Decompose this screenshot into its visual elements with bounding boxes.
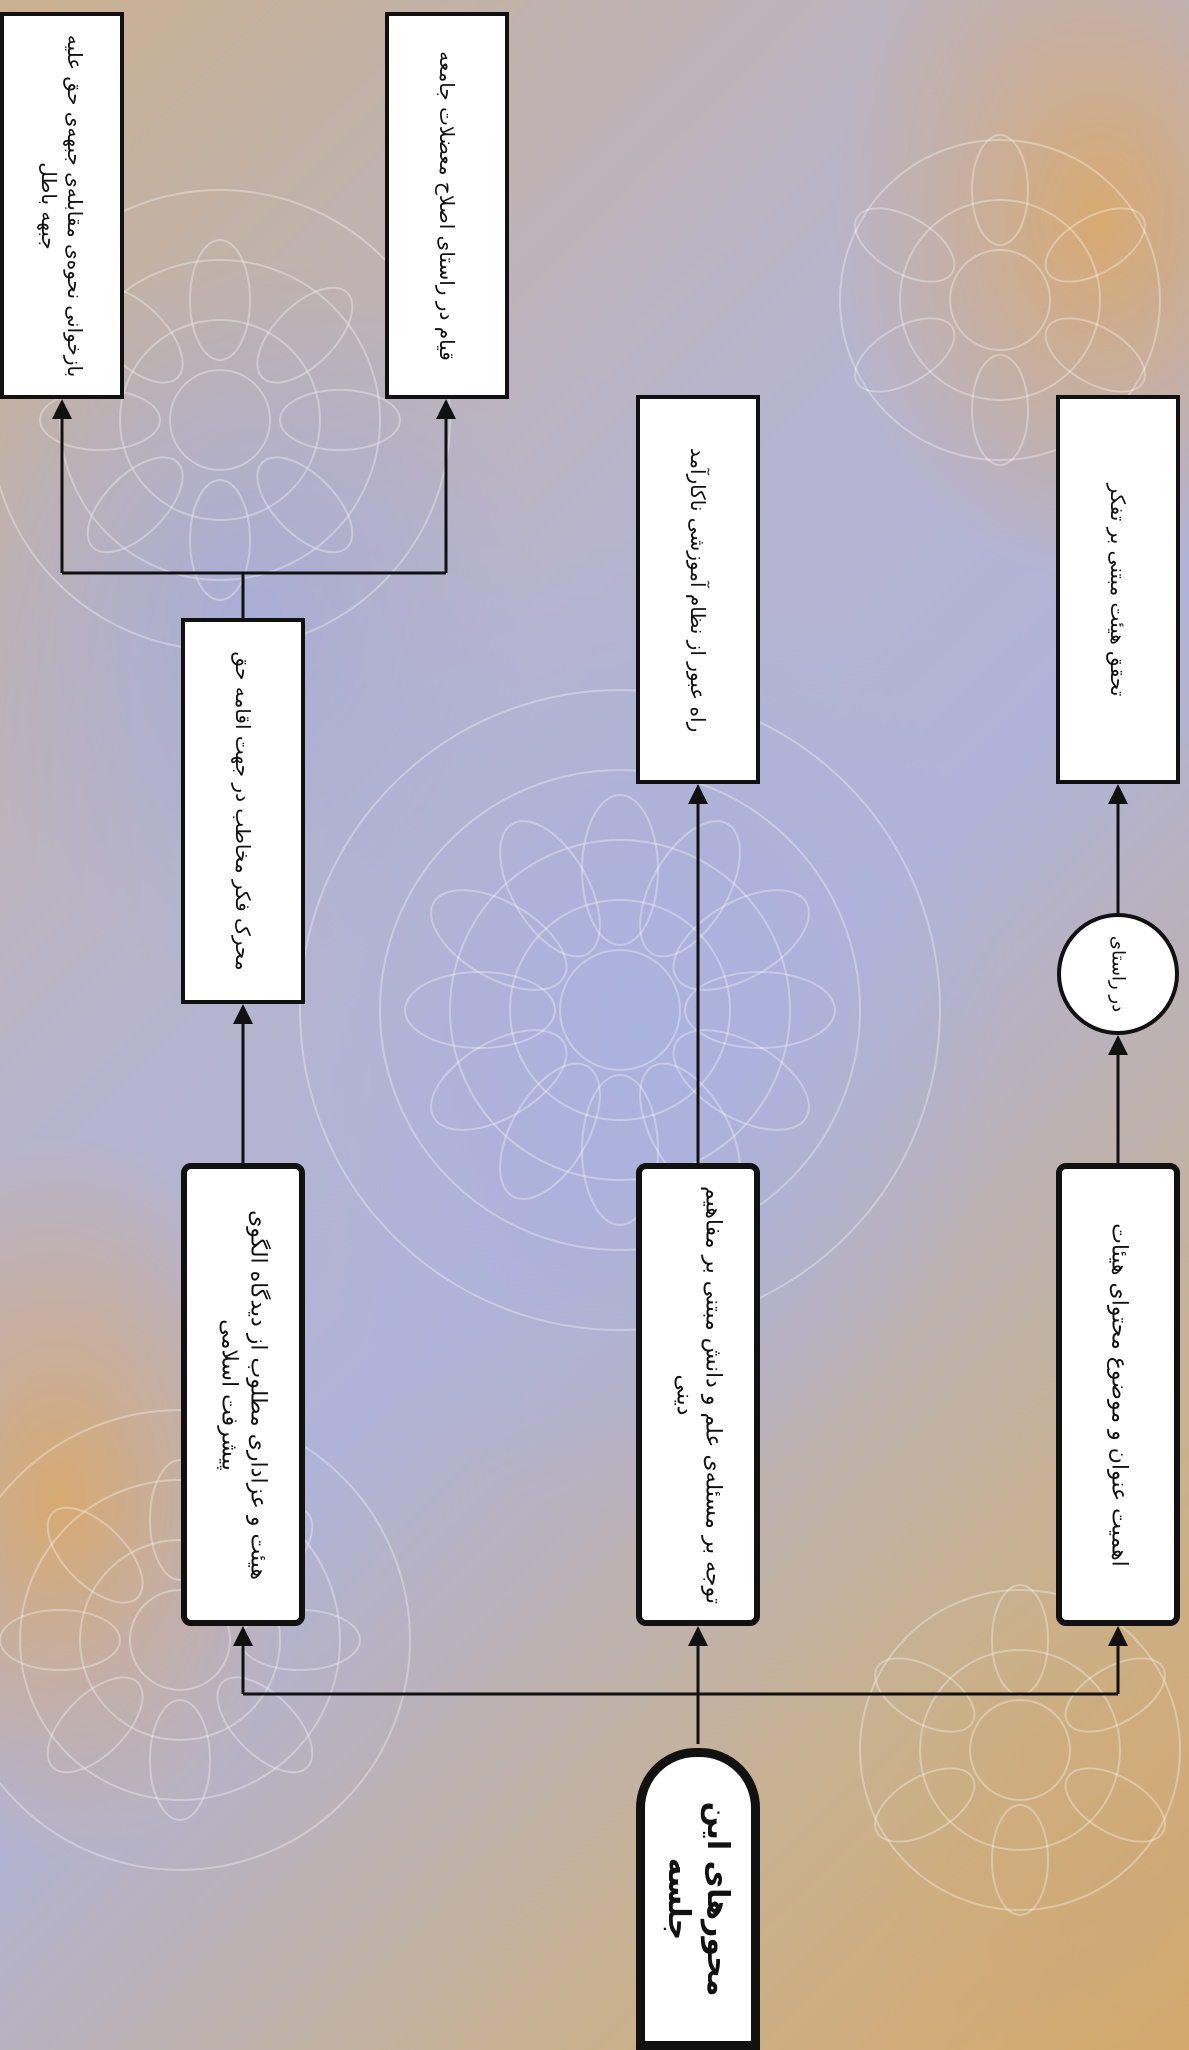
arrowhead-outcome1 (1108, 784, 1128, 804)
sub-outcome-label-1: قیام در راستای اصلاح معضلات جامعه (435, 50, 459, 361)
arrowhead-outcome2 (688, 784, 708, 804)
arrowhead-topic3 (233, 1626, 253, 1646)
sub-outcome-node-1: قیام در راستای اصلاح معضلات جامعه (385, 12, 509, 399)
connector-label: در راستای (1107, 935, 1129, 1013)
arrowhead-topic2 (688, 1626, 708, 1646)
topic-node-2: توجه بر مسئله‌ی علم و دانش مبتنی بر مفاه… (636, 1163, 760, 1626)
arrowhead-sub-right (436, 399, 456, 419)
outcome-label-3: محرک فکر مخاطب در جهت اقامه حق (231, 651, 255, 971)
outcome-label-2: راه عبور از نظام آموزشی ناکارآمد (686, 447, 710, 732)
connector-circle: در راستای (1057, 913, 1179, 1035)
topic-node-3: هیئت و عزاداری مطلوب از دیدگاه الگوی پیش… (181, 1163, 305, 1626)
arrowhead-sub-left (52, 399, 72, 419)
arrowhead-topic1 (1108, 1626, 1128, 1646)
arrowhead-outcome3 (233, 1004, 253, 1024)
outcome-node-1: تحقق هیئت مبتنی بر تفکر (1056, 395, 1180, 784)
outcome-node-2: راه عبور از نظام آموزشی ناکارآمد (636, 395, 760, 784)
topic-node-1: اهمیت عنوان و موضوع محتوای هیئات (1056, 1163, 1180, 1626)
sub-outcome-label-2: بازخوانی نحوه‌ی مقابله‌ی جبهه‌ی حق علیه … (37, 34, 87, 377)
topic-label-1: اهمیت عنوان و موضوع محتوای هیئات (1106, 1222, 1132, 1567)
outcome-label-1: تحقق هیئت مبتنی بر تفکر (1106, 483, 1130, 696)
root-label: محورهای این جلسه (661, 1801, 735, 1997)
topic-label-3: هیئت و عزاداری مطلوب از دیدگاه الگوی پیش… (217, 1209, 271, 1580)
root-node: محورهای این جلسه (636, 1748, 760, 2050)
sub-outcome-node-2: بازخوانی نحوه‌ی مقابله‌ی جبهه‌ی حق علیه … (0, 12, 124, 399)
outcome-node-3: محرک فکر مخاطب در جهت اقامه حق (181, 618, 305, 1004)
topic-label-2: توجه بر مسئله‌ی علم و دانش مبتنی بر مفاه… (672, 1185, 726, 1604)
arrowhead-connector (1108, 1035, 1128, 1055)
